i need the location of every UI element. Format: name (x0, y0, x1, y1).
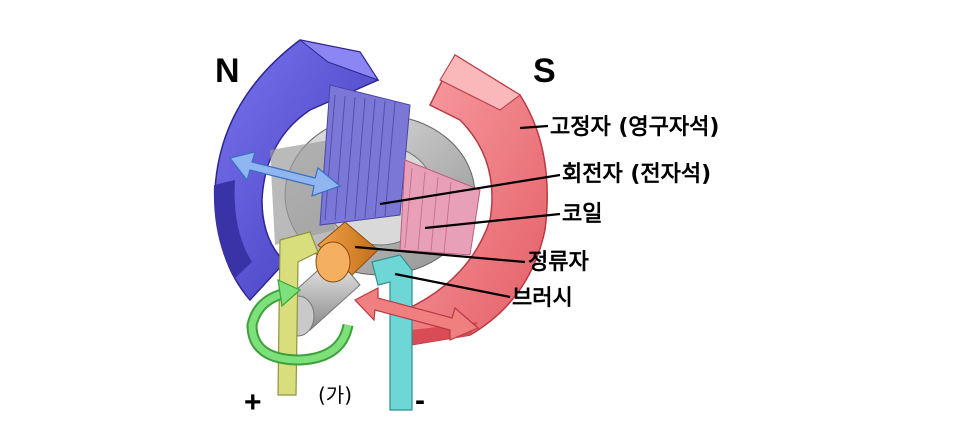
commutator-label: 정류자 (528, 250, 589, 275)
north-magnet (213, 39, 380, 302)
north-pole-label: N (215, 52, 240, 90)
leader-lines (354, 124, 561, 299)
coil-windings (319, 84, 481, 256)
brush-negative (371, 254, 413, 411)
rotor-label: 회전자 (전자석) (562, 162, 711, 187)
south-pole-label: S (533, 52, 556, 90)
force-arrow-blue (228, 151, 342, 197)
force-arrow-red (354, 287, 480, 341)
coil-label: 코일 (562, 202, 602, 227)
leader-brush (394, 272, 511, 299)
negative-terminal-label: - (415, 384, 425, 417)
leader-rotor (379, 173, 561, 206)
rotation-arrow (246, 278, 354, 366)
commutator (315, 221, 379, 283)
positive-terminal-label: + (244, 386, 262, 419)
leader-commutator (354, 245, 526, 264)
brush-label: 브러시 (512, 286, 573, 311)
stator-label: 고정자 (영구자석) (550, 115, 719, 140)
figure-caption: (가) (318, 383, 352, 407)
leader-coil (424, 212, 561, 230)
leader-stator (519, 124, 549, 130)
